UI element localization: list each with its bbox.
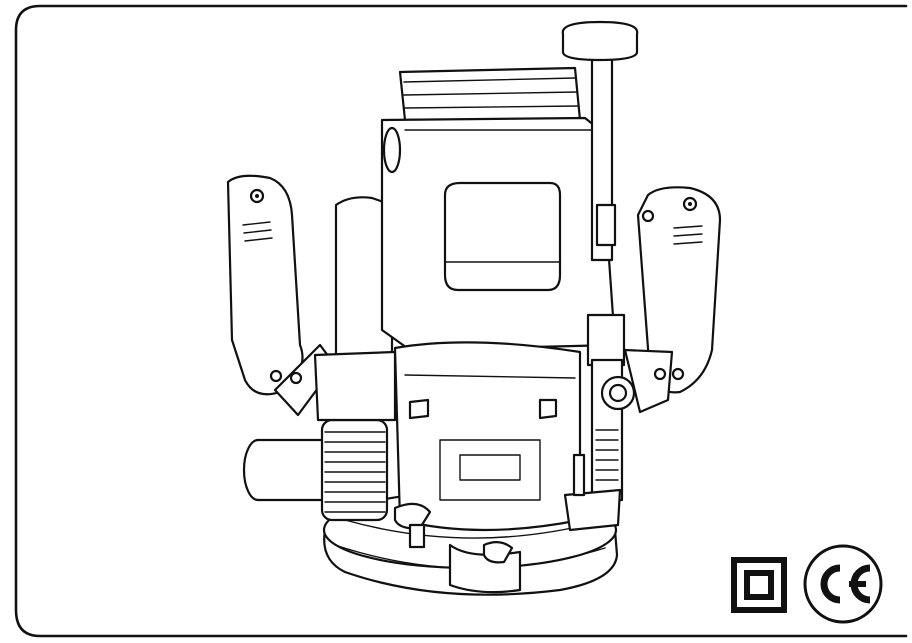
dust-port [242,418,389,522]
left-column [313,196,397,422]
right-handle [623,186,722,414]
depth-stop [563,313,636,532]
wing-screws [393,502,514,564]
ce-mark-text: CE [0,0,1,1]
router-illustration [226,20,722,596]
left-handle [226,174,337,417]
page-border [14,4,908,638]
depth-rod [561,20,639,262]
lower-housing [393,341,582,594]
ce-mark-icon [803,544,883,624]
double-insulation-icon [731,557,787,613]
motor-housing [380,66,617,352]
